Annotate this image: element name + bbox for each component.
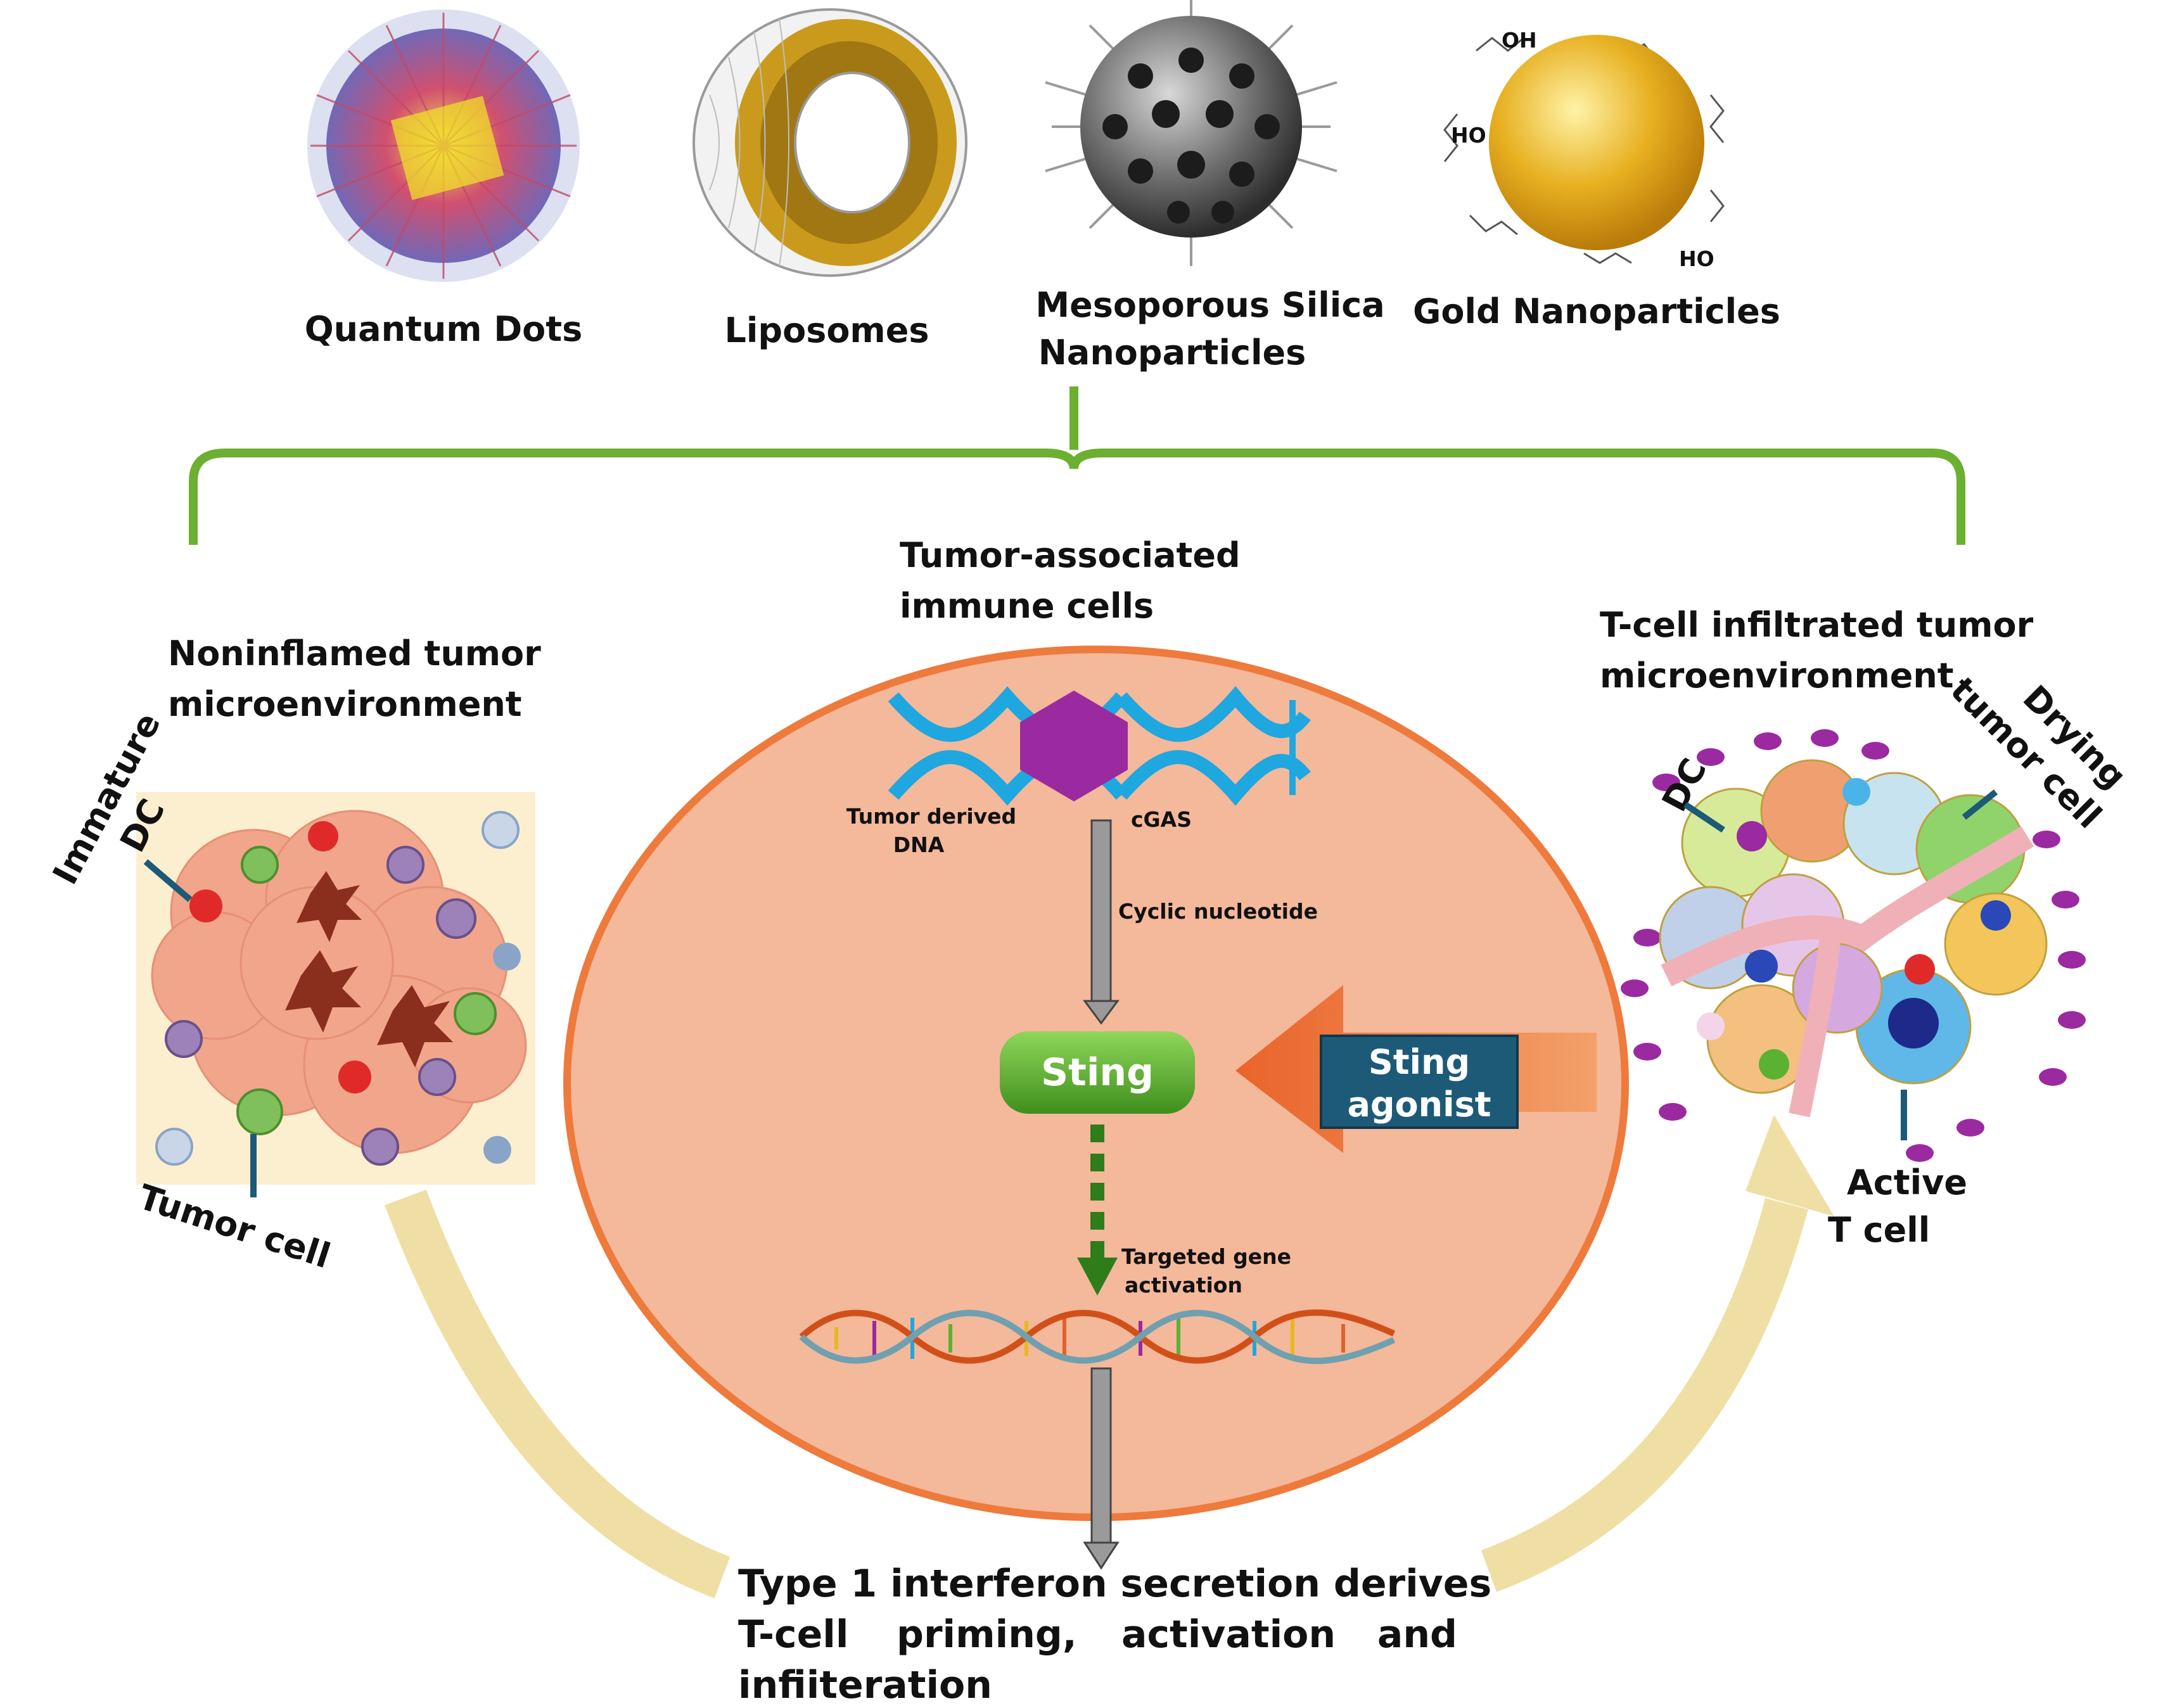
interferon-text-line-1: Type 1 interferon secretion derives [738,1562,1491,1606]
sting-label: Sting [1041,1050,1154,1095]
dc-pointer [1683,801,1725,833]
gold-ligand-oh-label: OH [1502,28,1537,53]
cgas-hexagon [1020,691,1128,801]
quantum-dots-image [307,10,580,282]
right-cycle-arrow [1481,1197,1808,1592]
infiltrated-tumor-image [1621,729,2086,1162]
targeted-activation-label-2: activation [1125,1273,1242,1297]
drying-tumor-pointer [1962,789,1998,820]
tumor-dna-label-1: Tumor derived [846,804,1016,829]
interferon-text-line-2b: priming, [897,1612,1077,1657]
mesoporous-silica-label-1: Mesoporous Silica [1035,285,1384,325]
center-title-1: Tumor-associated [900,535,1241,575]
gold-ligand-ho-label: HO [1451,123,1486,148]
sting-agonist-arrow: Sting agonist [1235,985,1597,1153]
sting-agonist-label-1: Sting [1369,1042,1470,1082]
right-title-1: T-cell infiltrated tumor [1600,605,2034,645]
svg-text:Tumor cell: Tumor cell [134,1176,335,1276]
right-title-2: microenvironment [1600,656,1954,696]
sting-agonist-label-2: agonist [1347,1085,1491,1125]
left-cycle-arrow [385,1189,731,1598]
interferon-text-line-3: infiiteration [738,1663,992,1707]
interferon-text-line-2c: activation [1121,1612,1336,1657]
right-cycle-arrowhead [1746,1115,1834,1216]
active-t-cell-label-2: T cell [1828,1210,1930,1250]
quantum-dots-label: Quantum Dots [305,309,582,349]
tumor-dna-label-2: DNA [893,832,945,857]
mesoporous-silica-image [1045,0,1337,266]
gold-nanoparticle-image: OH HO HO [1443,28,1725,271]
interferon-text-line-2a: T-cell [738,1612,848,1657]
sting-button: Sting [1000,1031,1195,1114]
mesoporous-silica-label-2: Nanoparticles [1038,333,1306,373]
liposome-image [692,8,967,277]
center-title-2: immune cells [900,586,1154,626]
cyclic-nucleotide-arrow [1083,819,1120,1025]
left-title-2: microenvironment [168,684,522,724]
cyclic-nucleotide-label: Cyclic nucleotide [1118,899,1318,924]
interferon-text-line-2d: and [1377,1612,1457,1657]
expanded-dna-helix [799,1309,1396,1365]
liposomes-label: Liposomes [725,310,929,350]
bracket [189,386,1965,545]
targeted-activation-arrow [1077,1125,1118,1296]
active-t-cell-label-1: Active [1847,1163,1967,1202]
immature-dc-pointer [143,859,193,902]
left-title-1: Noninflamed tumor [168,634,541,673]
gold-ligand-ho-label-2: HO [1679,246,1714,271]
tumor-cell-label: Tumor cell [134,1176,335,1276]
noninflamed-tumor-image [136,792,535,1185]
targeted-activation-label-1: Targeted gene [1121,1244,1291,1269]
gold-nanoparticles-label: Gold Nanoparticles [1413,291,1780,331]
interferon-arrow [1083,1367,1120,1570]
cgas-label: cGAS [1131,807,1192,832]
